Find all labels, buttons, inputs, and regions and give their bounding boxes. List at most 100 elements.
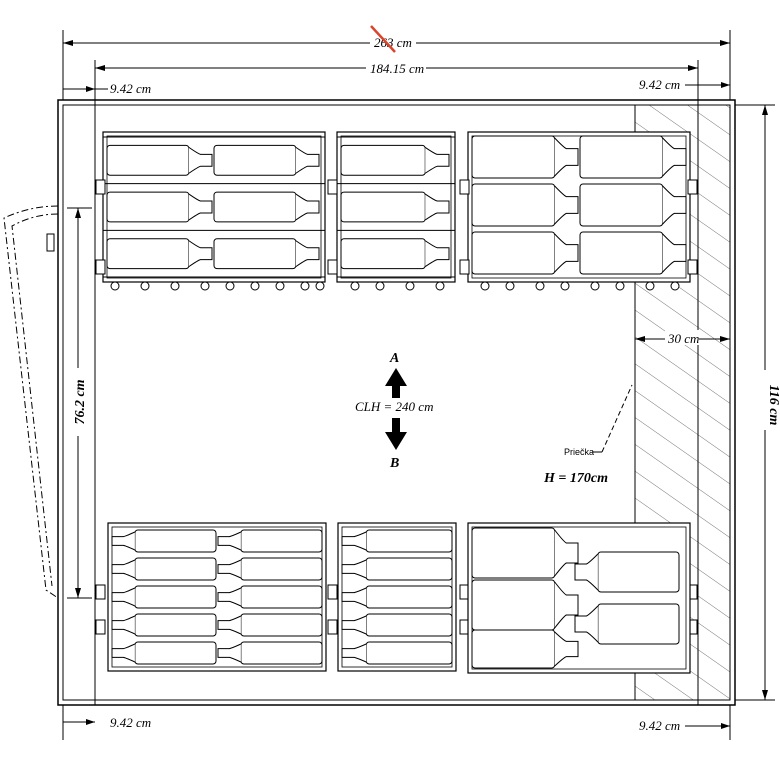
rack-foot [200, 281, 210, 291]
bottle [341, 613, 453, 637]
bottle-neck [554, 137, 579, 177]
rack-bracket [327, 179, 338, 195]
bottle [579, 135, 687, 179]
door-swing [3, 205, 59, 599]
ceiling-height-marker: A CLH = 240 cm B [355, 351, 433, 471]
dimension-right-margin-top: 9.42 cm [639, 77, 730, 92]
bottle [217, 529, 323, 553]
bottle [111, 529, 217, 553]
rack-bracket [687, 179, 698, 195]
bottle [471, 183, 579, 227]
bottle [106, 238, 213, 270]
bottle-body [106, 191, 190, 223]
bottle [340, 238, 450, 270]
bottle [111, 585, 217, 609]
bottle [111, 641, 217, 665]
rack-unit [467, 131, 691, 283]
bottle-body [471, 231, 556, 275]
bottle-neck [111, 615, 136, 635]
bottle-body [365, 557, 453, 581]
rack-bracket [687, 259, 698, 275]
bottle-body [340, 191, 426, 223]
bottle-neck [217, 643, 242, 663]
bottle [217, 585, 323, 609]
bottle-neck [341, 615, 367, 635]
bottle [111, 613, 217, 637]
bottle [471, 527, 579, 579]
depth-right-label: 116 cm [766, 385, 780, 426]
dimension-left-margin-top: 9.42 cm [63, 81, 151, 96]
door-handle [46, 233, 55, 252]
bottle-neck [295, 240, 320, 268]
bottle-neck [424, 146, 450, 174]
dimension-depth-left: 76.2 cm [67, 207, 92, 599]
bottle-body [365, 529, 453, 553]
right-margin-top-label: 9.42 cm [639, 77, 680, 92]
bottle-body [471, 629, 556, 669]
bottle [471, 579, 579, 631]
bottle-body [134, 613, 217, 637]
rack-foot [615, 281, 625, 291]
bottle [217, 613, 323, 637]
dimension-inner-width: 184.15 cm [95, 60, 698, 76]
bottle-neck [554, 185, 579, 225]
bottle-body [106, 238, 190, 270]
rack-foot [110, 281, 120, 291]
bottle [471, 231, 579, 275]
bottle [213, 238, 320, 270]
rack-foot [225, 281, 235, 291]
bottle-body [240, 585, 323, 609]
bottle-neck [217, 531, 242, 551]
bottle-body [240, 641, 323, 665]
dimension-partition: 30 cm [635, 330, 730, 346]
arrow-up-icon [385, 368, 407, 398]
bottle [106, 144, 213, 176]
rack-foot [315, 281, 325, 291]
wine-racks [95, 131, 698, 674]
bottle-neck [111, 531, 136, 551]
bottle [341, 585, 453, 609]
bottle [341, 529, 453, 553]
rack-unit [337, 522, 457, 672]
bottle-neck [111, 643, 136, 663]
bottle [574, 603, 680, 645]
arrow-down-icon [385, 418, 407, 450]
rack-foot [645, 281, 655, 291]
rack-foot [560, 281, 570, 291]
bottle-neck [188, 193, 213, 221]
rack-bracket [95, 584, 106, 600]
rack-foot [480, 281, 490, 291]
bottle-body [471, 527, 556, 579]
bottle-body [597, 551, 680, 593]
bottle [106, 191, 213, 223]
bottle [217, 557, 323, 581]
bottle-neck [217, 587, 242, 607]
rack-foot [140, 281, 150, 291]
bottle-neck [341, 587, 367, 607]
bottle-body [579, 231, 664, 275]
bottle-neck [574, 605, 599, 643]
bottle-neck [341, 643, 367, 663]
bottle-body [340, 144, 426, 176]
rack-foot [375, 281, 385, 291]
bottle-body [240, 529, 323, 553]
bottle [217, 641, 323, 665]
bottle-neck [217, 559, 242, 579]
bottle [111, 557, 217, 581]
bottle-neck [662, 233, 687, 273]
rack-foot [275, 281, 285, 291]
right-margin-bottom-label: 9.42 cm [639, 718, 680, 733]
bottle-neck [554, 631, 579, 667]
depth-left-label: 76.2 cm [73, 379, 88, 424]
bottle-neck [188, 240, 213, 268]
bottle-neck [662, 137, 687, 177]
bottle-body [579, 183, 664, 227]
bottle-body [365, 585, 453, 609]
bottle [574, 551, 680, 593]
bottle-neck [295, 146, 320, 174]
bottle-neck [554, 581, 579, 629]
bottle [341, 557, 453, 581]
bottle-body [471, 579, 556, 631]
bottle-neck [554, 233, 579, 273]
bottle-body [597, 603, 680, 645]
